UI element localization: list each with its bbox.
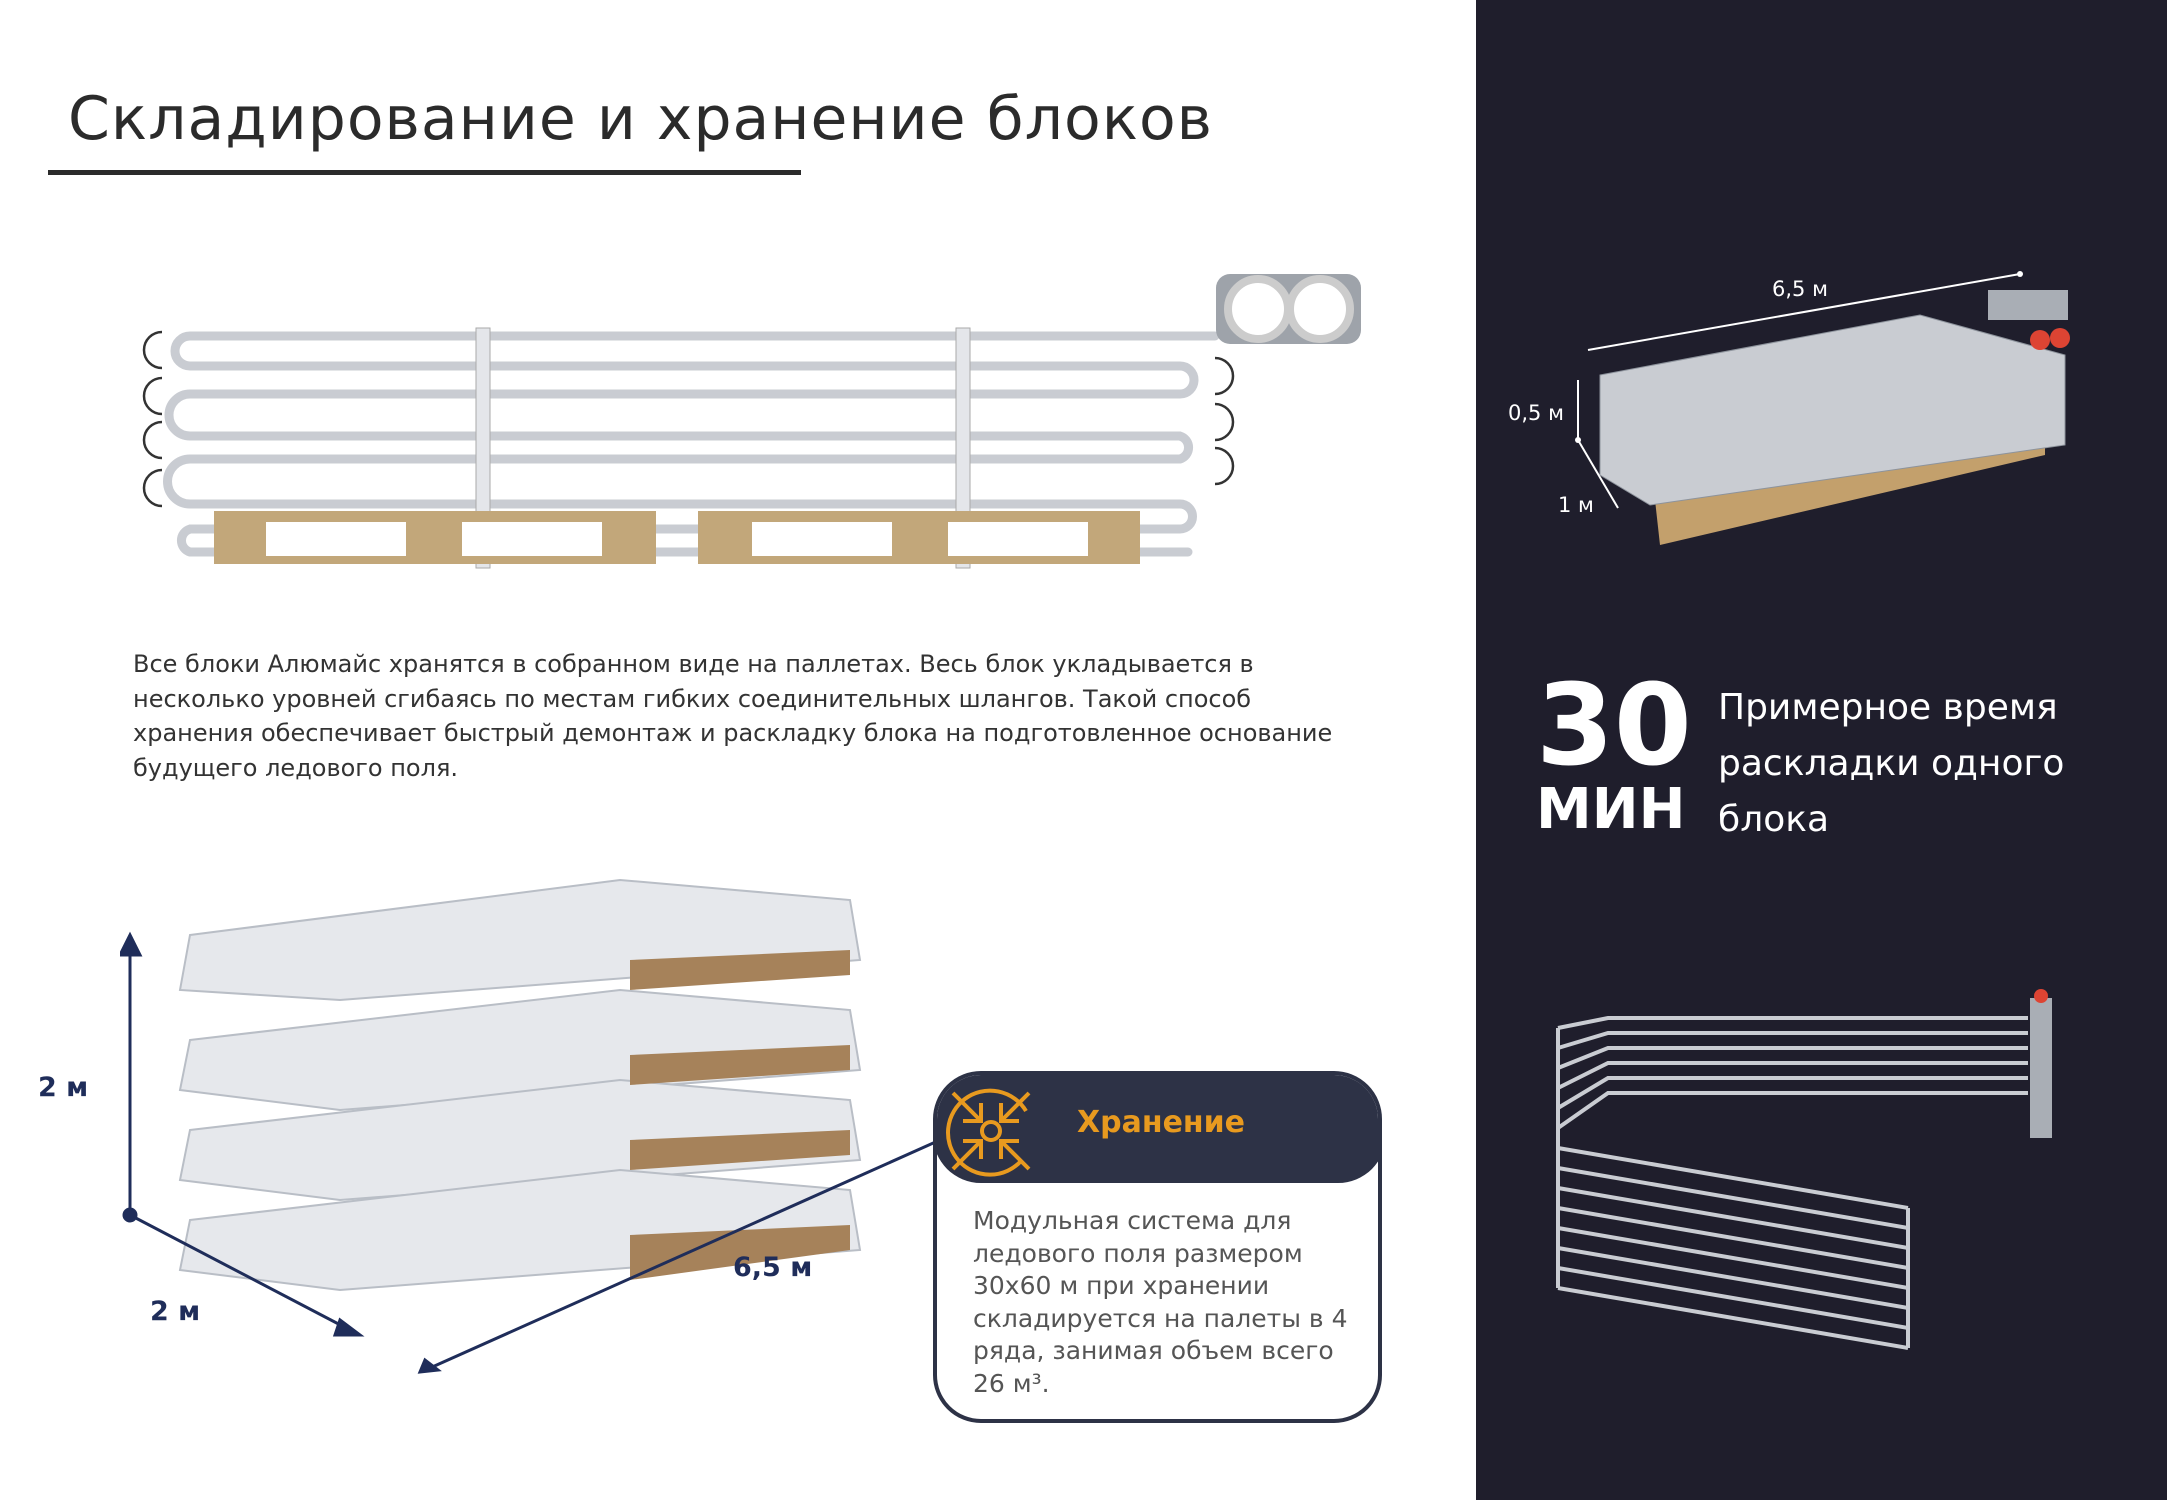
compress-arrows-icon bbox=[946, 1088, 1031, 1177]
stack-depth-label: 2 м bbox=[150, 1296, 201, 1327]
storage-info-card: Хранение Модульная система для ледового … bbox=[933, 1071, 1382, 1423]
right-dark-panel bbox=[1476, 0, 2167, 1500]
folded-block-illustration: 6,5 м 0,5 м 1 м bbox=[1508, 271, 2070, 545]
card-header: Хранение bbox=[937, 1075, 1378, 1183]
card-title: Хранение bbox=[1077, 1105, 1246, 1140]
card-text: Модульная система для ледового поля разм… bbox=[973, 1206, 1348, 1398]
right-length-label: 6,5 м bbox=[1772, 277, 1828, 301]
stacked-blocks-illustration bbox=[120, 878, 941, 1374]
stack-height-label: 2 м bbox=[38, 1072, 89, 1103]
stat-description: Примерное время раскладки одного блока bbox=[1718, 687, 2065, 840]
title-underline bbox=[48, 170, 801, 175]
stack-length-label: 6,5 м bbox=[733, 1252, 813, 1283]
stat-unit: МИН bbox=[1536, 777, 1686, 842]
right-width-label: 1 м bbox=[1558, 493, 1594, 517]
description-text: Все блоки Алюмайс хранятся в собранном в… bbox=[133, 650, 1333, 782]
unfolded-block-diagram bbox=[142, 274, 1361, 569]
right-height-label: 0,5 м bbox=[1508, 401, 1564, 425]
unfolding-block-illustration bbox=[1556, 989, 2052, 1350]
stat-value: 30 bbox=[1536, 661, 1692, 791]
page-title: Складирование и хранение блоков bbox=[68, 84, 1214, 154]
